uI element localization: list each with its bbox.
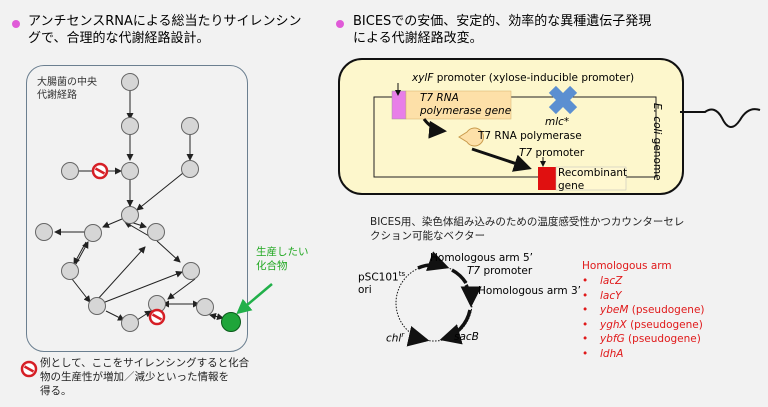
note-line-3: 得る。 bbox=[40, 385, 72, 397]
arm5-label: Homologous arm 5’ bbox=[430, 252, 534, 264]
node bbox=[121, 314, 139, 332]
genome-outline bbox=[373, 96, 657, 178]
list-item: ldhA bbox=[582, 347, 705, 362]
left-heading-line-2: グで、合理的な代謝経路設計。 bbox=[28, 31, 210, 46]
left-heading: アンチセンスRNAによる総当たりサイレンシン グで、合理的な代謝経路設計。 bbox=[28, 13, 301, 47]
node bbox=[61, 262, 79, 280]
recombinant-gene-box bbox=[538, 167, 556, 190]
target-product-node bbox=[221, 312, 241, 332]
product-label-line-1: 生産したい bbox=[256, 246, 309, 258]
polymerase-icon bbox=[458, 127, 484, 147]
ori-label: ori bbox=[358, 284, 372, 296]
recombinant-gene-label-box bbox=[555, 166, 627, 191]
node bbox=[196, 298, 214, 316]
t7-promoter-label: T7 promoter bbox=[519, 147, 585, 159]
metabolic-pathway-panel bbox=[26, 65, 248, 352]
mlc-label: mlc* bbox=[545, 116, 570, 128]
homologous-arm-list: lacZ lacY ybeM (pseudogene) yghX (pseudo… bbox=[582, 274, 705, 361]
t7-rnap-gene-box bbox=[405, 90, 512, 120]
node bbox=[121, 206, 139, 224]
node bbox=[121, 162, 139, 180]
list-item: lacY bbox=[582, 289, 705, 304]
node bbox=[121, 73, 139, 91]
note-line-2: 物の生産性が増加／減少といった情報を bbox=[40, 371, 229, 383]
right-heading-line-2: による代謝経路改変。 bbox=[353, 31, 483, 46]
right-heading-line-1: BICESでの安価、安定的、効率的な異種遺伝子発現 bbox=[353, 14, 652, 29]
homologous-arm-title: Homologous arm bbox=[582, 260, 672, 272]
list-item: ybeM (pseudogene) bbox=[582, 303, 705, 318]
psc101-label: pSC101ts bbox=[358, 270, 406, 284]
panel-title-line-1: 大腸菌の中央 bbox=[37, 77, 97, 88]
mlc-x-icon bbox=[548, 85, 578, 115]
ecoli-genome-label: E. coli genome bbox=[651, 103, 663, 181]
node bbox=[121, 117, 139, 135]
vector-t7-promoter-label: T7 promoter bbox=[467, 265, 533, 277]
t7-rnap-gene-label: T7 RNA polymerase gene bbox=[420, 92, 512, 117]
list-item: yghX (pseudogene) bbox=[582, 318, 705, 333]
node bbox=[35, 223, 53, 241]
expression-arrow-2 bbox=[471, 147, 532, 172]
t7-rnap-label: T7 RNA polymerase bbox=[478, 130, 582, 142]
panel-title-line-2: 代謝経路 bbox=[37, 90, 77, 101]
node bbox=[182, 262, 200, 280]
node bbox=[147, 223, 165, 241]
xylf-promoter-box bbox=[391, 90, 407, 120]
panel-title: 大腸菌の中央 代謝経路 bbox=[37, 76, 97, 102]
product-label: 生産したい 化合物 bbox=[256, 245, 309, 273]
right-heading: BICESでの安価、安定的、効率的な異種遺伝子発現 による代謝経路改変。 bbox=[353, 13, 651, 47]
list-item: ybfG (pseudogene) bbox=[582, 332, 705, 347]
note-line-1: 例として、ここをサイレンシングすると化合 bbox=[40, 357, 250, 369]
forbid-icon bbox=[148, 308, 166, 326]
list-item: lacZ bbox=[582, 274, 705, 289]
plasmid-tail bbox=[680, 108, 761, 128]
node bbox=[84, 224, 102, 242]
forbid-icon bbox=[91, 162, 109, 180]
xylf-promoter-label: xylF promoter (xylose-inducible promoter… bbox=[412, 72, 635, 84]
silencing-note: 例として、ここをサイレンシングすると化合 物の生産性が増加／減少といった情報を … bbox=[40, 356, 265, 398]
node bbox=[181, 160, 199, 178]
expression-arrow-1 bbox=[422, 118, 447, 139]
pathway-nodes bbox=[35, 73, 214, 332]
vector-title: BICES用、染色体組み込みのための温度感受性かつカウンターセレ クション可能な… bbox=[370, 216, 685, 242]
right-heading-bullet bbox=[336, 20, 344, 28]
product-arrow bbox=[236, 283, 273, 315]
sacb-label: sacB bbox=[454, 331, 479, 343]
chl-label: chlr bbox=[386, 331, 405, 345]
arm3-label: Homologous arm 3’ bbox=[478, 285, 582, 297]
recombinant-gene-label: Recombinant gene bbox=[558, 167, 628, 192]
left-heading-bullet bbox=[12, 20, 20, 28]
node bbox=[181, 117, 199, 135]
vector-diagram bbox=[395, 251, 482, 347]
product-label-line-2: 化合物 bbox=[256, 260, 288, 272]
forbid-icon bbox=[20, 360, 38, 378]
left-heading-line-1: アンチセンスRNAによる総当たりサイレンシン bbox=[28, 14, 302, 29]
node bbox=[88, 297, 106, 315]
node bbox=[61, 162, 79, 180]
